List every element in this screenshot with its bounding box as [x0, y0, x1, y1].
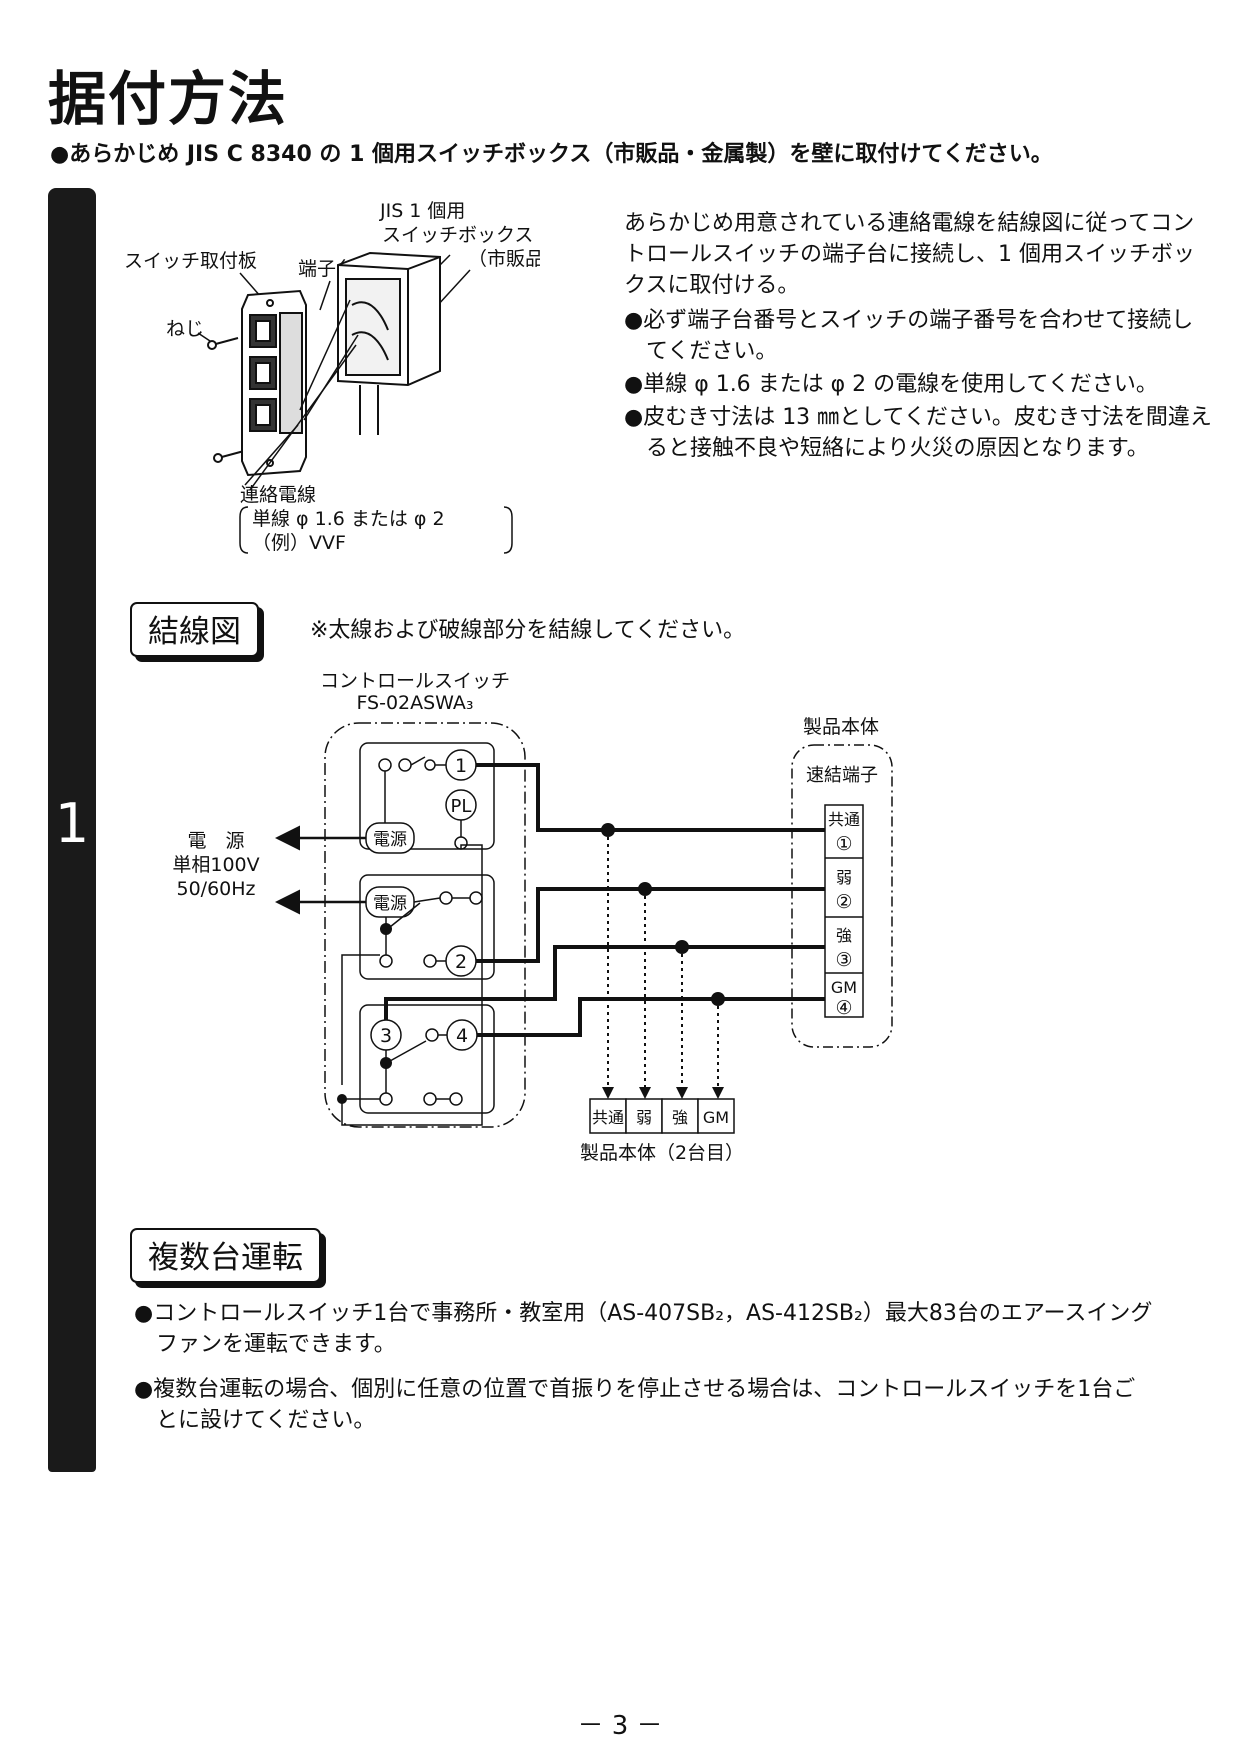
wiring-heading: 結線図 — [130, 602, 259, 657]
label-wire-3: （例）VVF — [252, 532, 346, 554]
second-terminal: GM — [703, 1108, 729, 1127]
install-bullet: ●単線 φ 1.6 または φ 2 の電線を使用してください。 — [624, 372, 1158, 397]
product-label: 製品本体 — [803, 716, 879, 738]
power-label-2: 単相100V — [172, 854, 259, 876]
switch-model: FS-02ASWA₃ — [356, 692, 473, 714]
product-terminal-block — [824, 804, 864, 1018]
product-terminal-num: ① — [835, 833, 852, 855]
second-terminal: 強 — [672, 1108, 688, 1127]
wiring-note: ※太線および破線部分を結線してください。 — [310, 618, 746, 643]
intro-text: ●あらかじめ JIS C 8340 の 1 個用スイッチボックス（市販品・金属製… — [50, 142, 1053, 167]
power-label-3: 50/60Hz — [176, 878, 255, 900]
page-number: － 3 － — [577, 1711, 663, 1741]
second-terminal: 共通 — [592, 1108, 624, 1127]
second-terminal: 弱 — [636, 1108, 652, 1127]
switch-plate — [241, 289, 307, 477]
power-terminal-2-label: 電源 — [373, 894, 407, 914]
product-terminal-num: ③ — [835, 949, 852, 971]
second-product-label: 製品本体（2台目） — [580, 1142, 744, 1164]
product-terminal-num: ④ — [835, 997, 852, 1019]
install-bullet: ●皮むき寸法は 13 ㎜としてください。皮むき寸法を間違えると接触不良や短絡によ… — [624, 405, 1212, 461]
label-box-2: スイッチボックス — [382, 224, 533, 246]
product-terminal-name: GM — [831, 978, 857, 997]
terminal-3-label: 3 — [380, 1025, 392, 1047]
install-figure: JIS 1 個用 スイッチボックス （市販品） スイッチ取付板 端子台 ねじ — [124, 200, 540, 554]
switch-box — [337, 251, 441, 435]
switch-label: コントロールスイッチ — [320, 670, 510, 692]
switch-enclosure — [324, 722, 526, 1128]
product-enclosure — [791, 744, 893, 1048]
label-box-3: （市販品） — [468, 248, 540, 270]
product-terminal-name: 強 — [836, 926, 852, 945]
multi-heading: 複数台運転 — [130, 1228, 321, 1283]
product-terminal-num: ② — [835, 891, 852, 913]
multi-bullet: ●複数台運転の場合、個別に任意の位置で首振りを停止させる場合は、コントロールスイ… — [134, 1377, 1136, 1433]
product-terminal-name: 共通 — [828, 810, 860, 829]
section-number: 1 — [54, 792, 90, 855]
install-bullet: ●必ず端子台番号とスイッチの端子番号を合わせて接続してください。 — [624, 308, 1194, 364]
label-wire-1: 連絡電線 — [240, 484, 316, 506]
screw-icon — [207, 337, 245, 463]
install-instructions: あらかじめ用意されている連絡電線を結線図に従ってコントロールスイッチの端子台に接… — [624, 208, 1214, 464]
product-terminal-name: 弱 — [836, 868, 852, 887]
label-plate: スイッチ取付板 — [124, 250, 257, 272]
page-title: 据付方法 — [48, 65, 289, 133]
label-box-1: JIS 1 個用 — [379, 200, 465, 222]
install-lead: あらかじめ用意されている連絡電線を結線図に従ってコントロールスイッチの端子台に接… — [624, 211, 1195, 298]
terminal-1-label: 1 — [455, 755, 467, 777]
terminal-2-label: 2 — [455, 951, 467, 973]
label-screw: ねじ — [166, 318, 204, 340]
wiring-diagram: コントロールスイッチ FS-02ASWA₃ 1 PL 電源 電源 2 3 4 — [172, 670, 893, 1164]
section-tab — [48, 188, 96, 1472]
multi-bullet: ●コントロールスイッチ1台で事務所・教室用（AS-407SB₂，AS-412SB… — [134, 1301, 1153, 1357]
quick-terminal-label: 速結端子 — [806, 765, 878, 786]
pilot-label: PL — [451, 796, 472, 817]
power-terminal-label: 電源 — [373, 830, 407, 850]
terminal-4-label: 4 — [456, 1025, 468, 1047]
multi-section: ●コントロールスイッチ1台で事務所・教室用（AS-407SB₂，AS-412SB… — [134, 1298, 1154, 1436]
power-label-1: 電 源 — [187, 830, 244, 852]
label-wire-2: 単線 φ 1.6 または φ 2 — [252, 508, 445, 530]
